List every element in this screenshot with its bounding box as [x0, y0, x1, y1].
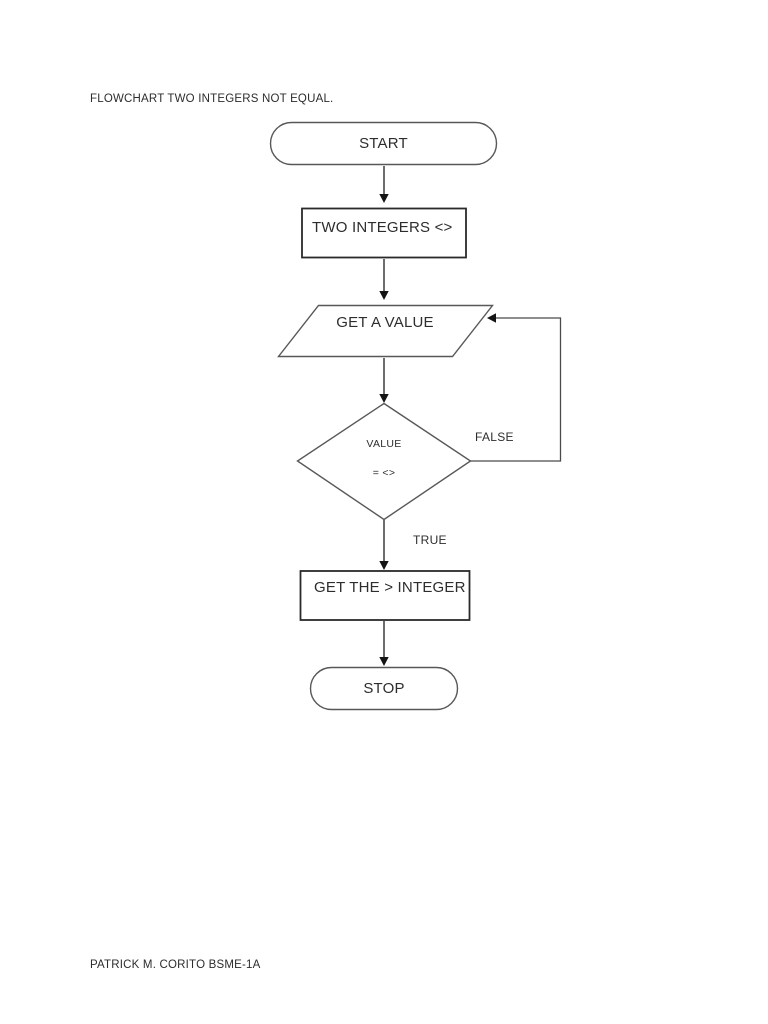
result-node-label: GET THE > INTEGER [314, 579, 466, 596]
false-branch-label: FALSE [475, 430, 514, 444]
declare-process-shape [301, 207, 467, 259]
false-loop-line [470, 317, 562, 462]
declare-node-label: TWO INTEGERS <> [312, 219, 453, 236]
input-parallelogram-shape [277, 304, 494, 358]
arrow-head-icon [379, 657, 389, 666]
stop-node-label: STOP [363, 680, 405, 697]
flowchart-title: FLOWCHART TWO INTEGERS NOT EQUAL. [90, 93, 334, 105]
true-branch-label: TRUE [413, 533, 447, 547]
decision-node-label-line2: = <> [372, 467, 396, 479]
arrow-head-icon [379, 291, 389, 300]
arrow-head-icon [379, 394, 389, 403]
stop-terminator-shape [309, 666, 459, 711]
decision-node-label-line1: VALUE [366, 438, 402, 450]
arrow-declare-to-input [379, 259, 389, 300]
arrow-start-to-declare [379, 166, 389, 203]
arrow-head-icon [379, 561, 389, 570]
arrow-decision-to-result [379, 520, 389, 570]
result-process-shape [299, 570, 471, 621]
arrow-input-to-decision [379, 358, 389, 403]
false-loop-connector [470, 313, 562, 462]
author-footer: PATRICK M. CORITO BSME-1A [90, 959, 261, 971]
arrow-result-to-stop [379, 621, 389, 666]
arrow-head-icon [487, 313, 496, 323]
start-terminator-shape [269, 121, 498, 166]
start-node-label: START [359, 135, 408, 152]
arrow-head-icon [379, 194, 389, 203]
input-node-label: GET A VALUE [336, 314, 434, 331]
decision-diamond-shape [296, 402, 472, 521]
